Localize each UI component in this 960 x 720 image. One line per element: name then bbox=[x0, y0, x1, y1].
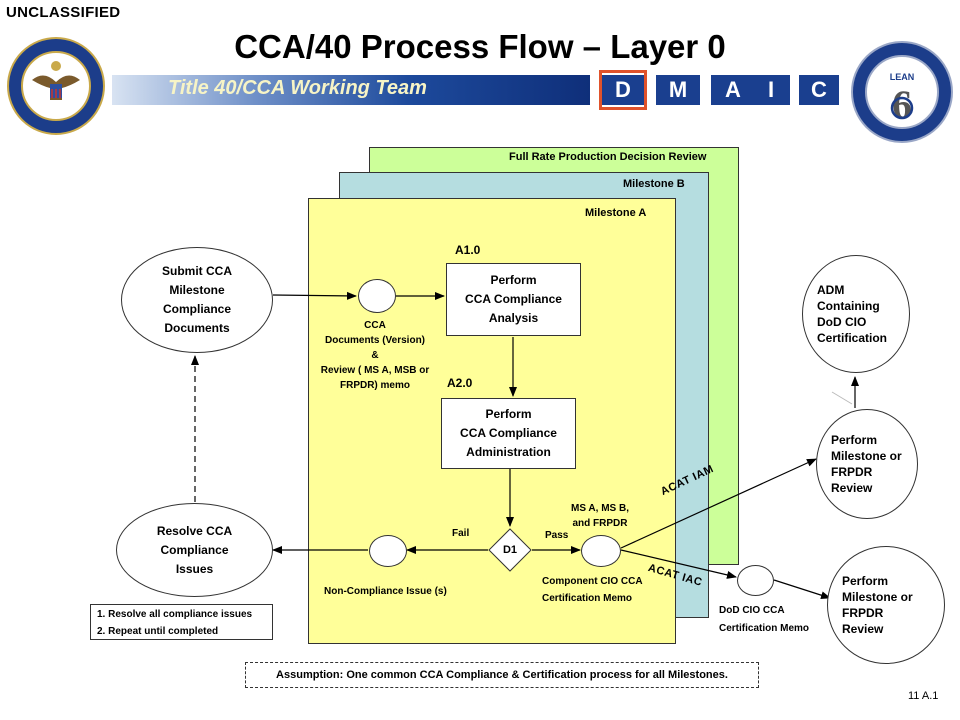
adm-line-3: DoD CIO bbox=[817, 315, 867, 329]
adm-certification-node: ADM Containing DoD CIO Certification bbox=[802, 255, 910, 373]
submit-cca-line-1: Submit CCA bbox=[162, 264, 232, 278]
review2-line-1: Perform bbox=[842, 574, 889, 588]
cca-documents-label: CCA Documents (Version) & Review ( MS A,… bbox=[300, 318, 450, 393]
dod-cio-memo-label: DoD CIO CCA Certification Memo bbox=[719, 602, 809, 638]
cca-docs-line-2: Documents (Version) bbox=[324, 335, 426, 346]
submit-cca-documents-node: Submit CCA Milestone Compliance Document… bbox=[121, 247, 273, 353]
a2-line-2: CCA Compliance bbox=[460, 426, 557, 440]
dod-memo-line-2: Certification Memo bbox=[719, 623, 810, 634]
review2-line-2: Milestone or bbox=[842, 590, 913, 604]
adm-line-2: Containing bbox=[817, 299, 880, 313]
resolve-compliance-issues-node: Resolve CCA Compliance Issues bbox=[116, 503, 273, 597]
cca-docs-line-1: CCA bbox=[364, 320, 386, 331]
dod-seal-icon bbox=[7, 37, 105, 135]
panel-milestone-b-title: Milestone B bbox=[623, 178, 685, 190]
submit-cca-line-4: Documents bbox=[164, 321, 230, 335]
perform-review-iam-node: Perform Milestone or FRPDR Review bbox=[816, 409, 918, 519]
cca-documents-circle bbox=[358, 279, 396, 313]
submit-cca-line-2: Milestone bbox=[169, 283, 225, 297]
decision-diamond-shape bbox=[488, 528, 532, 572]
perform-review-iac-node: Perform Milestone or FRPDR Review bbox=[827, 546, 945, 664]
decision-d1-label: D1 bbox=[502, 544, 518, 556]
pass-label: Pass bbox=[545, 530, 569, 541]
a2-perform-administration-box: Perform CCA Compliance Administration bbox=[441, 398, 576, 469]
a1-perform-analysis-box: Perform CCA Compliance Analysis bbox=[446, 263, 581, 336]
resolve-line-3: Issues bbox=[175, 561, 214, 576]
shadow-stroke bbox=[831, 391, 853, 405]
a1-activity-id: A1.0 bbox=[455, 243, 481, 257]
dmaic-control: C bbox=[799, 75, 839, 105]
component-cio-memo-label: Component CIO CCA Certification Memo bbox=[542, 573, 643, 607]
decision-d1: D1 bbox=[488, 528, 532, 572]
a1-line-2: CCA Compliance bbox=[465, 292, 562, 306]
ms-line-1: MS A, MS B, bbox=[571, 503, 629, 514]
dmaic-improve: I bbox=[752, 75, 790, 105]
non-compliance-circle bbox=[369, 535, 407, 567]
a1-line-1: Perform bbox=[490, 273, 537, 287]
component-memo-line-2: Certification Memo bbox=[542, 593, 633, 604]
a2-line-1: Perform bbox=[485, 407, 532, 421]
lean-six-sigma-seal-icon: LEAN 6 bbox=[851, 41, 953, 143]
arrow-submit-to-docs bbox=[272, 291, 357, 300]
review2-line-3: FRPDR bbox=[842, 606, 884, 620]
component-memo-line-1: Component CIO CCA bbox=[542, 576, 643, 587]
dmaic-define: D bbox=[601, 75, 645, 105]
dmaic-measure: M bbox=[656, 75, 700, 105]
dmaic-current-phase-highlight bbox=[599, 70, 647, 110]
review1-line-2: Milestone or bbox=[831, 449, 902, 463]
cca-docs-line-5: FRPDR) memo bbox=[339, 380, 410, 391]
dmaic-analyze: A bbox=[711, 75, 755, 105]
cca-docs-line-3: & bbox=[371, 350, 379, 361]
arrow-pass-to-review-iam bbox=[620, 458, 817, 549]
milestone-type-label: MS A, MS B, and FRPDR bbox=[560, 501, 640, 531]
resolve-step-2: 2. Repeat until completed bbox=[97, 626, 219, 637]
dod-cio-memo-circle bbox=[737, 565, 774, 596]
panel-frpdr-title: Full Rate Production Decision Review bbox=[509, 151, 707, 163]
review2-line-4: Review bbox=[842, 622, 884, 636]
resolve-line-1: Resolve CCA bbox=[156, 523, 233, 538]
team-banner bbox=[112, 75, 590, 105]
assumption-note: Assumption: One common CCA Compliance & … bbox=[245, 662, 759, 688]
resolve-steps-note: 1. Resolve all compliance issues 2. Repe… bbox=[90, 604, 273, 640]
team-banner-text: Title 40/CCA Working Team bbox=[168, 77, 427, 99]
ms-line-2: and FRPDR bbox=[572, 518, 628, 529]
non-compliance-label: Non-Compliance Issue (s) bbox=[324, 586, 447, 597]
classification-marking: UNCLASSIFIED bbox=[6, 4, 121, 21]
a2-activity-id: A2.0 bbox=[447, 376, 473, 390]
resolve-line-2: Compliance bbox=[160, 542, 229, 557]
adm-line-1: ADM bbox=[817, 283, 845, 297]
review1-line-3: FRPDR bbox=[831, 465, 873, 479]
submit-cca-line-3: Compliance bbox=[162, 302, 231, 316]
component-memo-circle bbox=[581, 535, 621, 567]
fail-label: Fail bbox=[452, 528, 470, 539]
page-title: CCA/40 Process Flow – Layer 0 bbox=[234, 28, 726, 65]
arrow-pass-to-dod-memo bbox=[620, 549, 737, 579]
review1-line-1: Perform bbox=[831, 433, 878, 447]
cca-docs-line-4: Review ( MS A, MSB or bbox=[320, 365, 430, 376]
svg-text:LEAN: LEAN bbox=[890, 72, 915, 82]
arrow-dod-memo-to-review bbox=[773, 579, 831, 600]
panel-milestone-a-title: Milestone A bbox=[585, 207, 647, 219]
a1-line-3: Analysis bbox=[488, 311, 539, 325]
page-number: 11 A.1 bbox=[908, 690, 939, 702]
a2-line-3: Administration bbox=[466, 445, 551, 459]
review1-line-4: Review bbox=[831, 481, 873, 495]
dod-memo-line-1: DoD CIO CCA bbox=[719, 605, 785, 616]
adm-line-4: Certification bbox=[817, 331, 888, 345]
resolve-step-1: 1. Resolve all compliance issues bbox=[97, 609, 253, 620]
